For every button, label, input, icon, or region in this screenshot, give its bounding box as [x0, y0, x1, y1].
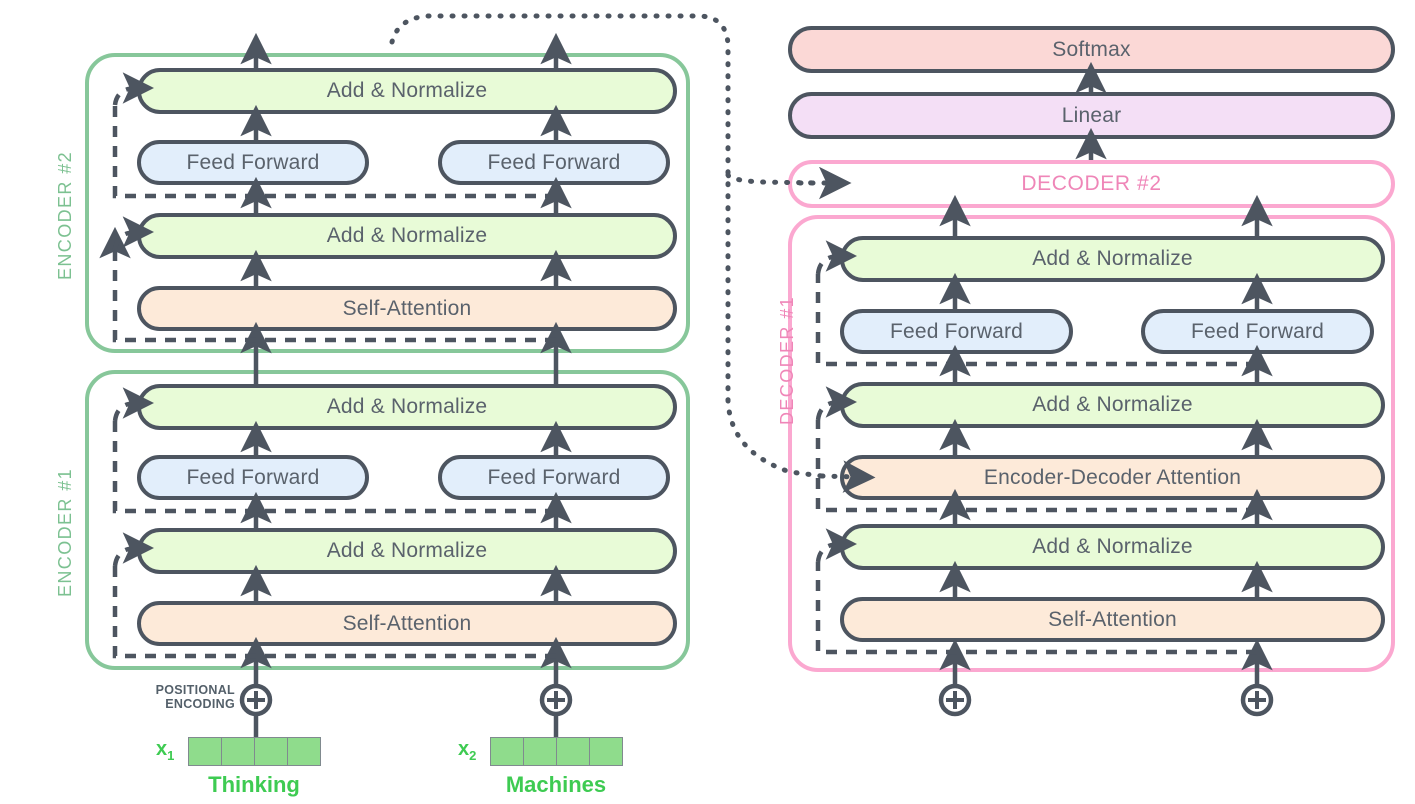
encoder-1-label: ENCODER #1: [55, 467, 75, 597]
softmax-block[interactable]: Softmax: [788, 26, 1395, 73]
encoder1-self-attention[interactable]: Self-Attention: [137, 601, 677, 646]
decoder1-add-norm-bottom[interactable]: Add & Normalize: [840, 524, 1385, 570]
decoder1-feed-forward-right[interactable]: Feed Forward: [1141, 309, 1374, 354]
encoder2-feed-forward-right[interactable]: Feed Forward: [438, 140, 670, 185]
embedding-cell: [287, 737, 321, 766]
decoder1-feed-forward-left[interactable]: Feed Forward: [840, 309, 1073, 354]
x2-index: 2: [469, 748, 477, 763]
embedding-vector-x2: [490, 737, 623, 766]
encoder1-add-norm-bottom[interactable]: Add & Normalize: [137, 528, 677, 574]
encoder2-feed-forward-left[interactable]: Feed Forward: [137, 140, 369, 185]
embedding-vector-x1: [188, 737, 321, 766]
x1-index: 1: [167, 748, 175, 763]
encoder-1-group: [85, 370, 690, 670]
input-word-machines: Machines: [505, 772, 607, 797]
decoder-1-label: DECODER #1: [777, 295, 797, 425]
embedding-cell: [556, 737, 590, 766]
positional-encoding-line1: POSITIONAL: [155, 683, 235, 697]
embedding-cell: [523, 737, 557, 766]
decoder1-add-norm-middle[interactable]: Add & Normalize: [840, 382, 1385, 428]
embedding-cell: [188, 737, 222, 766]
positional-add-icon-group: [239, 683, 1274, 717]
embedding-cell: [254, 737, 288, 766]
embedding-cell: [221, 737, 255, 766]
positional-encoding-label: POSITIONAL ENCODING: [140, 683, 235, 712]
encoder1-feed-forward-left[interactable]: Feed Forward: [137, 455, 369, 500]
decoder1-self-attention[interactable]: Self-Attention: [840, 597, 1385, 642]
x2-label: x2: [458, 738, 476, 763]
x2-symbol: x: [458, 738, 470, 760]
encoder1-feed-forward-right[interactable]: Feed Forward: [438, 455, 670, 500]
x1-symbol: x: [156, 738, 168, 760]
decoder1-encoder-decoder-attention[interactable]: Encoder-Decoder Attention: [840, 455, 1385, 500]
decoder-2-group[interactable]: DECODER #2: [788, 160, 1395, 208]
embedding-cell: [490, 737, 524, 766]
x1-label: x1: [156, 738, 174, 763]
encoder-2-label: ENCODER #2: [55, 150, 75, 280]
encoder2-add-norm-top[interactable]: Add & Normalize: [137, 68, 677, 114]
positional-encoding-line2: ENCODING: [165, 697, 235, 712]
linear-block[interactable]: Linear: [788, 92, 1395, 139]
input-word-thinking: Thinking: [208, 772, 300, 797]
decoder1-add-norm-top[interactable]: Add & Normalize: [840, 236, 1385, 282]
embedding-cell: [589, 737, 623, 766]
encoder2-add-norm-bottom[interactable]: Add & Normalize: [137, 213, 677, 259]
encoder1-add-norm-top[interactable]: Add & Normalize: [137, 384, 677, 430]
encoder2-self-attention[interactable]: Self-Attention: [137, 286, 677, 331]
